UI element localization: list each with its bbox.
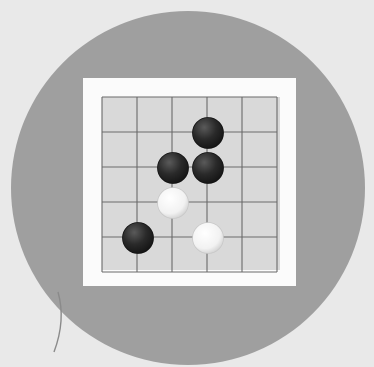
black-stone [193, 118, 224, 149]
black-stone [158, 153, 189, 184]
black-stone [123, 223, 154, 254]
white-stone [158, 188, 189, 219]
black-stone [193, 153, 224, 184]
white-stone [193, 223, 224, 254]
